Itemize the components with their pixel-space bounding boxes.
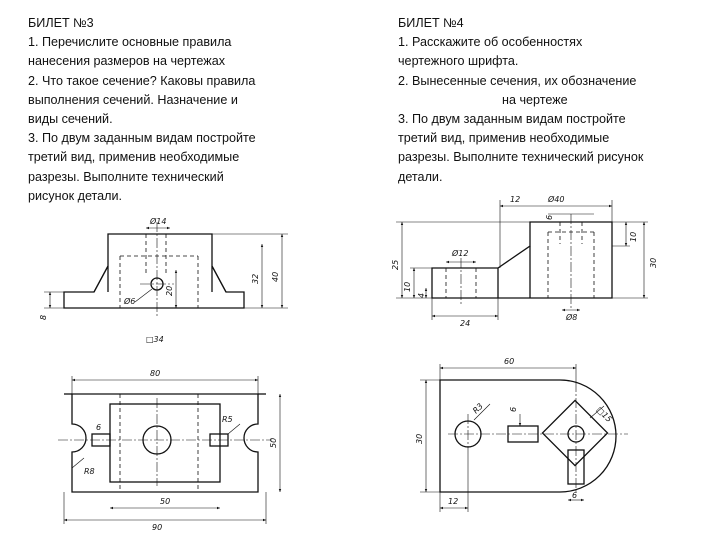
- ticket-4-top-view: [420, 364, 628, 512]
- ticket-4-line: 3. По двум заданным видам постройте: [398, 112, 626, 127]
- dim-label: 4: [417, 293, 426, 298]
- ticket-3-line: 1. Перечислите основные правила: [28, 35, 232, 50]
- dim-label: 80: [150, 369, 160, 378]
- dim-label: Ø8: [565, 312, 577, 322]
- dim-label: 60: [504, 357, 514, 366]
- dim-label: 25: [391, 260, 400, 270]
- dim-label: 50: [160, 497, 170, 506]
- ticket-3-line: 2. Что такое сечение? Каковы правила: [28, 73, 256, 88]
- ticket-3-line: 3. По двум заданным видам постройте: [28, 131, 256, 146]
- ticket-4-front-view: [396, 200, 648, 320]
- dim-label: 30: [649, 258, 658, 268]
- ticket-3-line: выполнения сечений. Назначение и: [28, 92, 238, 107]
- ticket-4-text: БИЛЕТ №4 1. Расскажите об особенностях ч…: [398, 14, 698, 187]
- dim-label: 24: [460, 319, 470, 328]
- dim-label: □34: [146, 335, 164, 344]
- ticket-3-line: разрезы. Выполните технический: [28, 169, 224, 184]
- ticket-4-title: БИЛЕТ №4: [398, 16, 464, 30]
- ticket-3-top-view: [58, 376, 282, 524]
- dim-label: □15: [595, 405, 614, 424]
- dim-label: Ø40: [547, 194, 564, 204]
- ticket-4-line: чертежного шрифта.: [398, 54, 519, 69]
- dim-label: 10: [403, 282, 412, 292]
- dim-label: Ø14: [149, 216, 166, 226]
- dim-label: 6: [509, 407, 518, 412]
- ticket-3-text: БИЛЕТ №3 1. Перечислите основные правила…: [28, 14, 328, 206]
- dim-label: Ø12: [451, 248, 468, 258]
- ticket-4-line: на чертеже: [502, 92, 568, 107]
- ticket-3-line: виды сечений.: [28, 112, 113, 127]
- dim-label: 6: [572, 491, 577, 500]
- dim-label: 90: [152, 523, 162, 532]
- dim-label: R3: [471, 402, 485, 416]
- ticket-3-title: БИЛЕТ №3: [28, 16, 94, 30]
- ticket-4-line: 2. Вынесенные сечения, их обозначение: [398, 73, 637, 88]
- ticket-3-front-view: [44, 222, 288, 318]
- dim-label: R8: [84, 467, 95, 476]
- ticket-4-line: третий вид, применив необходимые: [398, 131, 610, 146]
- dim-label: 10: [629, 232, 638, 242]
- dim-label: 6: [545, 215, 554, 220]
- ticket-4-line: разрезы. Выполните технический рисунок: [398, 150, 644, 165]
- dim-label: 6: [96, 423, 101, 432]
- dim-label: 50: [269, 438, 278, 448]
- ticket-4-line: детали.: [398, 169, 443, 184]
- dim-label: 30: [415, 434, 424, 444]
- dim-label: R5: [222, 415, 233, 424]
- dim-label: 32: [251, 274, 260, 284]
- dim-label: 12: [448, 497, 458, 506]
- ticket-3-line: третий вид, применив необходимые: [28, 150, 240, 165]
- ticket-3-line: нанесения размеров на чертежах: [28, 54, 225, 69]
- dim-label: 40: [271, 272, 280, 282]
- dim-label: 20: [165, 286, 174, 296]
- dim-label: Ø6: [123, 296, 135, 306]
- dim-label: 8: [39, 315, 48, 320]
- ticket-3-line: рисунок детали.: [28, 188, 123, 203]
- dim-label: 12: [510, 195, 520, 204]
- ticket-4-line: 1. Расскажите об особенностях: [398, 35, 583, 50]
